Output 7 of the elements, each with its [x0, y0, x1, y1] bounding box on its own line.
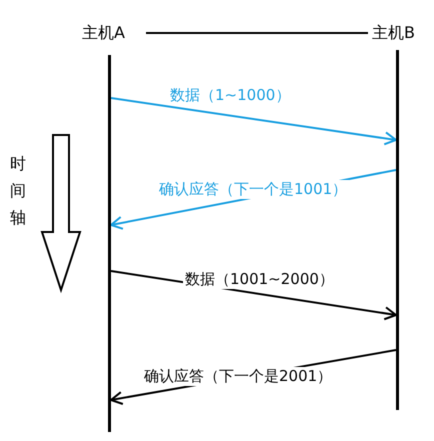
arrow [110, 97, 397, 146]
host-label: 主机A [82, 22, 142, 44]
host-label: 主机B [372, 22, 428, 44]
lifeline [396, 50, 399, 410]
lifeline [108, 55, 111, 432]
axis-label: 时间轴 [10, 153, 26, 229]
edge-label: 确认应答（下一个是1001） [157, 180, 350, 199]
